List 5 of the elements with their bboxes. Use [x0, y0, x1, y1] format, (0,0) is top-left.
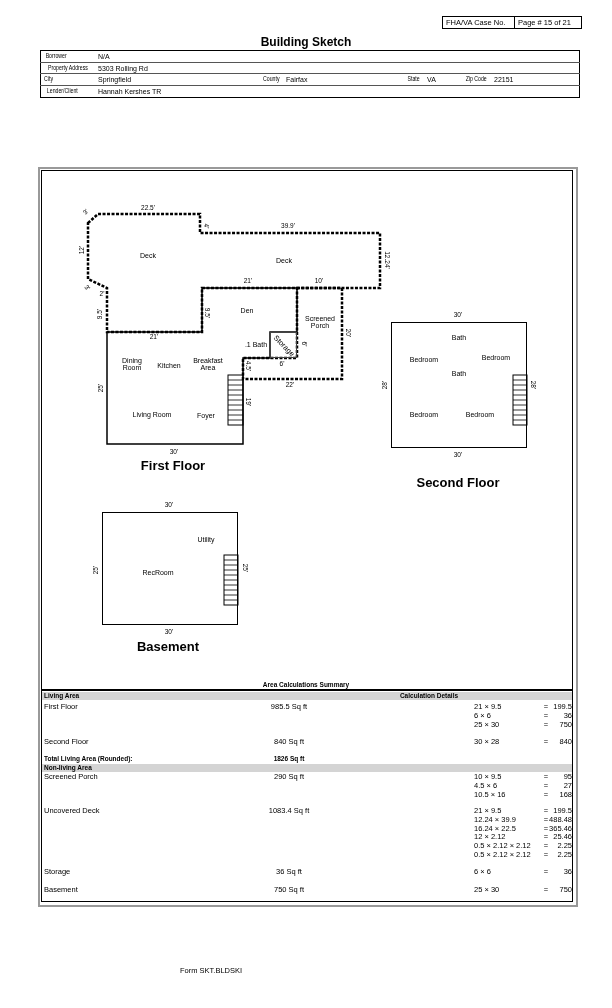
- floor-title: Basement: [136, 639, 200, 653]
- porch-outline: [241, 286, 344, 381]
- floor-title: Second Floor: [416, 475, 500, 489]
- floor-title: First Floor: [140, 458, 206, 472]
- page-title: Building Sketch: [260, 36, 352, 48]
